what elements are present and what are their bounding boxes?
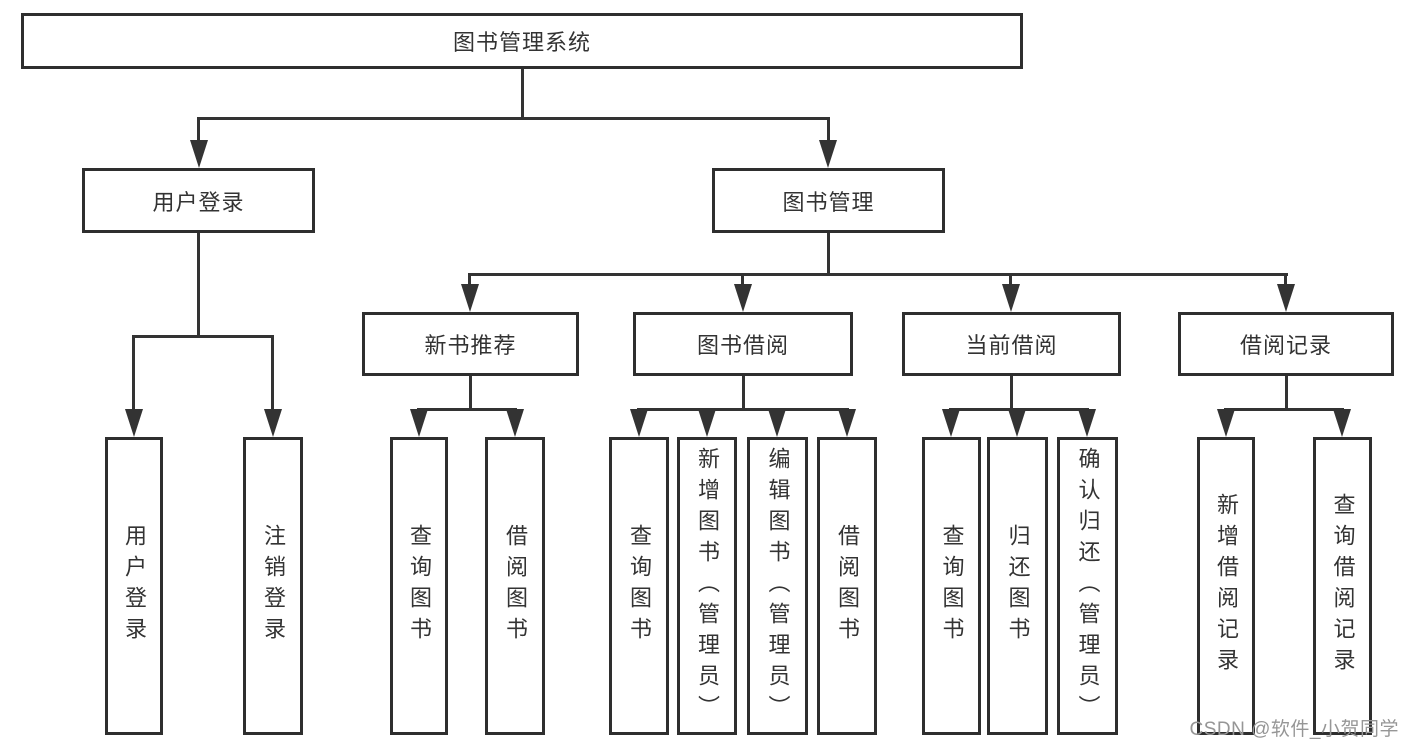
- leaf-label: 新增借阅记录: [1214, 493, 1239, 679]
- leaf-label: 查询图书: [939, 524, 965, 648]
- connector-user-login-drop: [197, 233, 200, 338]
- leaf-label: 用户登录: [122, 524, 147, 648]
- node-label: 借阅记录: [1239, 333, 1332, 358]
- leaf-user-login: 用户登录: [105, 437, 163, 735]
- csdn-watermark: CSDN @软件_小贺同学: [1189, 719, 1399, 740]
- connector-root-drop: [521, 69, 524, 120]
- connector-book-management-drop: [827, 233, 830, 276]
- arrowhead-icon: [1078, 409, 1096, 437]
- leaf-label: 注销登录: [261, 524, 286, 648]
- leaf-label: 查询图书: [407, 524, 432, 648]
- leaf-label: 借阅图书: [503, 524, 528, 648]
- node-label: 图书借阅: [696, 333, 789, 358]
- connector-new-book-drop: [469, 376, 472, 411]
- connector-borrow-records-drop: [1285, 376, 1288, 411]
- connector-book-borrow-rail: [637, 408, 849, 411]
- node-label: 图书管理系统: [452, 30, 591, 55]
- connector-stem-new-book: [468, 273, 471, 287]
- connector-level1-rail: [197, 117, 830, 120]
- leaf-borrow-books: 借阅图书: [817, 437, 877, 735]
- arrowhead-icon: [461, 284, 479, 312]
- arrowhead-icon: [838, 409, 856, 437]
- connector-current-borrow-drop: [1010, 376, 1013, 411]
- node-user-login-branch: 用户登录: [82, 168, 315, 233]
- node-current-borrow: 当前借阅: [902, 312, 1121, 376]
- leaf-label: 查询借阅记录: [1330, 493, 1356, 679]
- arrowhead-icon: [1277, 284, 1295, 312]
- node-label: 新书推荐: [424, 333, 517, 358]
- node-new-book-recommend: 新书推荐: [362, 312, 579, 376]
- arrowhead-icon: [1002, 284, 1020, 312]
- leaf-label: 编辑图书（管理员）: [765, 446, 791, 726]
- arrowhead-icon: [506, 409, 524, 437]
- leaf-borrow-books: 借阅图书: [485, 437, 545, 735]
- leaf-label: 借阅图书: [835, 524, 860, 648]
- leaf-query-books: 查询图书: [922, 437, 981, 735]
- connector-stem-user-login: [197, 117, 200, 143]
- connector-stem-leaf-user-login: [132, 335, 135, 412]
- arrowhead-icon: [410, 409, 428, 437]
- connector-stem-current-borrow: [1009, 273, 1012, 287]
- arrowhead-icon: [1333, 409, 1351, 437]
- connector-user-login-rail: [132, 335, 274, 338]
- arrowhead-icon: [125, 409, 143, 437]
- leaf-label: 确认归还（管理员）: [1075, 446, 1101, 726]
- arrowhead-icon: [264, 409, 282, 437]
- leaf-query-books: 查询图书: [390, 437, 448, 735]
- leaf-add-borrow-record: 新增借阅记录: [1197, 437, 1255, 735]
- arrowhead-icon: [819, 140, 837, 168]
- arrowhead-icon: [768, 409, 786, 437]
- connector-stem-book-management: [827, 117, 830, 143]
- leaf-label: 查询图书: [627, 524, 652, 648]
- node-label: 图书管理: [782, 189, 875, 215]
- arrowhead-icon: [942, 409, 960, 437]
- leaf-return-books: 归还图书: [987, 437, 1048, 735]
- leaf-confirm-return-admin: 确认归还（管理员）: [1057, 437, 1118, 735]
- arrowhead-icon: [734, 284, 752, 312]
- arrowhead-icon: [1217, 409, 1235, 437]
- node-label: 用户登录: [152, 189, 245, 215]
- leaf-edit-books-admin: 编辑图书（管理员）: [747, 437, 808, 735]
- arrowhead-icon: [1008, 409, 1026, 437]
- node-library-management-system: 图书管理系统: [21, 13, 1023, 69]
- leaf-label: 归还图书: [1005, 524, 1031, 648]
- connector-new-book-rail: [417, 408, 517, 411]
- leaf-query-books: 查询图书: [609, 437, 669, 735]
- connector-level2-rail: [468, 273, 1288, 276]
- connector-stem-leaf-logout: [271, 335, 274, 412]
- leaf-add-books-admin: 新增图书（管理员）: [677, 437, 737, 735]
- leaf-label: 新增图书（管理员）: [695, 446, 720, 726]
- arrowhead-icon: [630, 409, 648, 437]
- connector-stem-book-borrow: [741, 273, 744, 287]
- leaf-query-borrow-record: 查询借阅记录: [1313, 437, 1372, 735]
- arrowhead-icon: [190, 140, 208, 168]
- connector-stem-borrow-records: [1284, 273, 1287, 287]
- connector-book-borrow-drop: [742, 376, 745, 411]
- connector-borrow-records-rail: [1224, 408, 1344, 411]
- node-book-borrow: 图书借阅: [633, 312, 853, 376]
- node-borrow-records: 借阅记录: [1178, 312, 1394, 376]
- leaf-logout: 注销登录: [243, 437, 303, 735]
- node-book-management-branch: 图书管理: [712, 168, 945, 233]
- node-label: 当前借阅: [965, 333, 1058, 358]
- arrowhead-icon: [698, 409, 716, 437]
